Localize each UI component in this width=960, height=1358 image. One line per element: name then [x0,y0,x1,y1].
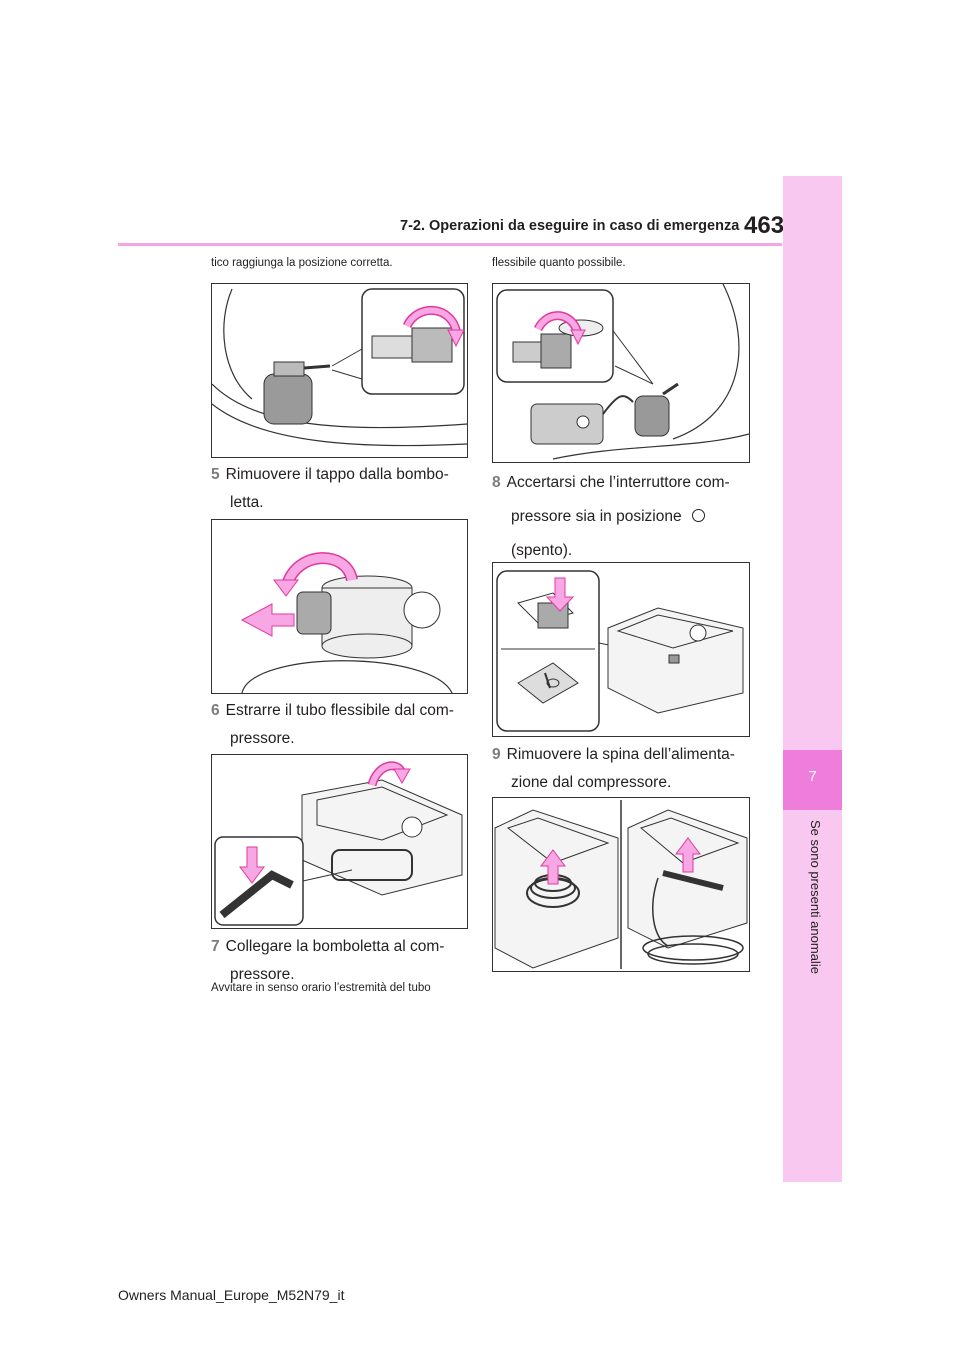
hose-extraction-illustration [214,761,463,926]
step-number: 7 [211,938,220,955]
figure-extract-hose [211,754,468,929]
step-text-cont-2: (spento). [511,542,573,559]
step-5: 5 Rimuovere il tappo dalla bombo- letta. [211,461,471,517]
left-intro-text: tico raggiunga la posizione corretta. [211,257,393,269]
header-rule [118,243,782,246]
step-number: 8 [492,474,501,491]
page-number: 463 [744,212,785,239]
figure-remove-cap [211,519,468,694]
switch-illustration [496,570,744,732]
section-title: 7-2. Operazioni da eseguire in caso di e… [400,218,740,234]
step-text-cont: pressore. [230,730,295,747]
cap-removal-illustration [240,552,453,693]
left-note-text: Avvitare in senso orario l’estremità del… [211,982,431,994]
step-text: Accertarsi che l’interruttore com- [506,474,730,491]
step-8: 8 Accertarsi che l’interruttore com- pres… [492,466,762,568]
step-6: 6 Estrarre il tubo flessibile dal com- pr… [211,697,471,753]
cartridge-illustration [212,288,467,447]
step-text-cont: pressore. [230,966,295,983]
step-number: 6 [211,702,220,719]
step-text: Rimuovere la spina dell’alimenta- [506,746,735,763]
step-text: Collegare la bomboletta al com- [225,938,445,955]
step-text-cont: zione dal compressore. [511,774,672,791]
right-intro-text: flessibile quanto possibile. [492,257,626,269]
figure-cartridge-hose [211,283,468,458]
step-text: Estrarre il tubo flessibile dal com- [225,702,454,719]
step-text-cont: pressore sia in posizione [511,508,682,525]
step-text: Rimuovere il tappo dalla bombo- [225,466,449,483]
manual-id: Owners Manual_Europe_M52N79_it [118,1287,345,1303]
off-position-icon [691,509,705,522]
step-number: 9 [492,746,501,763]
figure-remove-plug [492,797,750,972]
power-plug-illustration [494,800,748,969]
figure-compressor-switch [492,562,750,737]
step-9: 9 Rimuovere la spina dell’alimenta- zione… [492,741,762,797]
side-tab-upper [783,176,842,750]
step-number: 5 [211,466,220,483]
chapter-number: 7 [808,768,817,785]
cartridge-compressor-illustration [496,284,749,460]
chapter-title: Se sono presenti anomalie [808,820,823,974]
step-7: 7 Collegare la bomboletta al com- pressor… [211,933,471,989]
step-text-cont: letta. [230,494,264,511]
side-tab-lower [783,810,842,1182]
figure-cartridge-compressor [492,283,750,463]
chapter-tab[interactable] [783,750,842,810]
